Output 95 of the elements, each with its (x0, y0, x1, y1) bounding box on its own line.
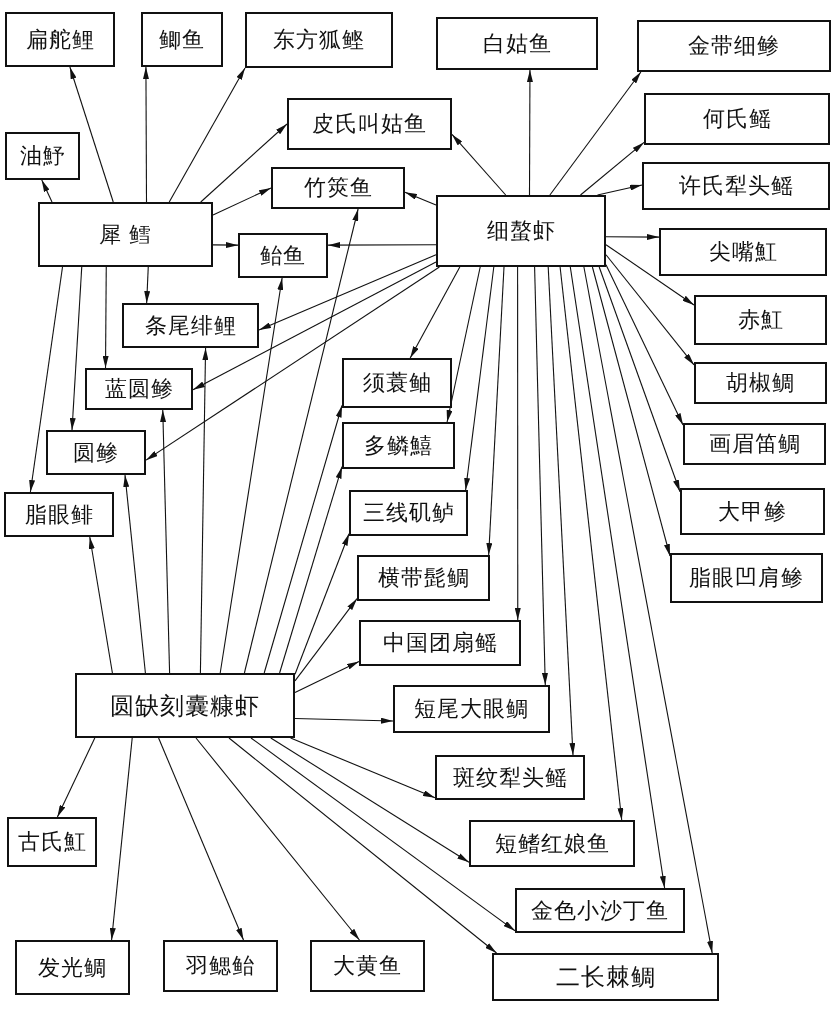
species-box: 扁舵鲤 (5, 12, 115, 67)
arrow (243, 208, 359, 674)
species-box: 圆鲹 (46, 430, 146, 475)
species-box: 白姑鱼 (436, 17, 598, 70)
species-box: 脂眼鲱 (4, 492, 114, 537)
species-box: 许氏犁头鳐 (642, 162, 830, 210)
species-box: 羽鳃鲐 (163, 940, 278, 992)
species-box: 须蓑鲉 (342, 358, 452, 408)
species-box: 横带髭鲷 (357, 555, 490, 601)
arrow (56, 737, 96, 818)
species-box: 金带细鲹 (637, 20, 831, 72)
arrow (605, 264, 684, 426)
species-box: 东方狐鲣 (245, 12, 393, 68)
arrow (579, 141, 645, 196)
species-box: 三线矶鲈 (349, 490, 468, 536)
species-box: 皮氏叫姑鱼 (287, 98, 452, 150)
arrow (534, 266, 548, 686)
species-box: 发光鲷 (15, 940, 130, 995)
species-box: 蓝圆鲹 (85, 368, 193, 410)
arrow (88, 536, 113, 674)
arrow (605, 254, 695, 366)
arrow (327, 242, 437, 249)
arrow (514, 266, 521, 621)
species-box: 中国团扇鳐 (359, 620, 521, 666)
arrow (598, 266, 681, 493)
species-box: 尖嘴魟 (659, 228, 827, 276)
species-box: 犀 鳕 (38, 202, 213, 267)
arrow (605, 244, 695, 306)
species-box: 短鳍红娘鱼 (469, 820, 635, 867)
species-box: 赤魟 (694, 295, 827, 345)
arrow (409, 266, 461, 359)
arrow (123, 474, 146, 674)
arrow (158, 737, 245, 941)
arrow (192, 261, 437, 391)
arrow (526, 69, 533, 196)
arrow (144, 266, 151, 304)
arrow (142, 66, 149, 203)
species-box: 二长棘鲷 (492, 953, 719, 1001)
arrow (559, 266, 624, 821)
species-box: 圆缺刻囊糠虾 (75, 673, 295, 738)
arrow (199, 347, 209, 674)
arrow (102, 266, 109, 369)
arrow (464, 266, 495, 491)
species-box: 画眉笛鲷 (683, 423, 826, 465)
arrow (258, 254, 437, 331)
arrow (109, 737, 133, 941)
species-box: 斑纹犁头鳐 (435, 755, 585, 800)
arrow (212, 242, 239, 249)
species-box: 细螯虾 (436, 195, 606, 267)
arrow (596, 184, 643, 196)
species-box: 大黄鱼 (310, 940, 425, 992)
species-box: 条尾绯鲤 (122, 303, 259, 348)
arrow (290, 737, 436, 799)
species-box: 竹筴鱼 (271, 167, 405, 209)
species-box: 何氏鳐 (644, 93, 830, 145)
species-box: 多鳞鱚 (342, 422, 455, 469)
arrow (219, 277, 284, 674)
arrow (294, 717, 394, 724)
species-box: 短尾大眼鲷 (393, 685, 550, 733)
species-box: 古氏魟 (7, 817, 97, 867)
arrow (294, 533, 350, 675)
arrow (29, 266, 64, 493)
species-box: 胡椒鲷 (694, 362, 827, 404)
arrow (549, 71, 642, 196)
species-box: 脂眼凹肩鲹 (670, 553, 823, 603)
arrow (212, 187, 272, 216)
arrow (270, 737, 470, 863)
arrow (228, 737, 498, 954)
arrow (168, 67, 246, 203)
species-box: 油魣 (5, 132, 80, 180)
arrow (41, 179, 53, 203)
arrow (250, 737, 516, 932)
arrow (446, 266, 481, 423)
arrow (591, 266, 671, 557)
arrow (451, 133, 507, 196)
arrow (605, 234, 660, 241)
arrow (569, 266, 666, 889)
arrow (294, 660, 360, 694)
species-box: 金色小沙丁鱼 (515, 888, 685, 933)
species-box: 鲐鱼 (238, 233, 328, 278)
arrow (583, 266, 713, 954)
arrow (547, 266, 576, 756)
arrow (69, 66, 114, 203)
species-box: 鲫鱼 (141, 12, 223, 67)
arrow (279, 466, 343, 674)
arrow (160, 409, 171, 674)
arrow (294, 598, 358, 682)
arrow (486, 266, 505, 556)
arrow (263, 404, 343, 674)
arrow (145, 266, 440, 461)
species-box: 大甲鲹 (680, 488, 825, 535)
arrow (195, 737, 360, 941)
arrow (404, 191, 437, 206)
arrow (69, 266, 83, 431)
arrow (200, 123, 288, 203)
